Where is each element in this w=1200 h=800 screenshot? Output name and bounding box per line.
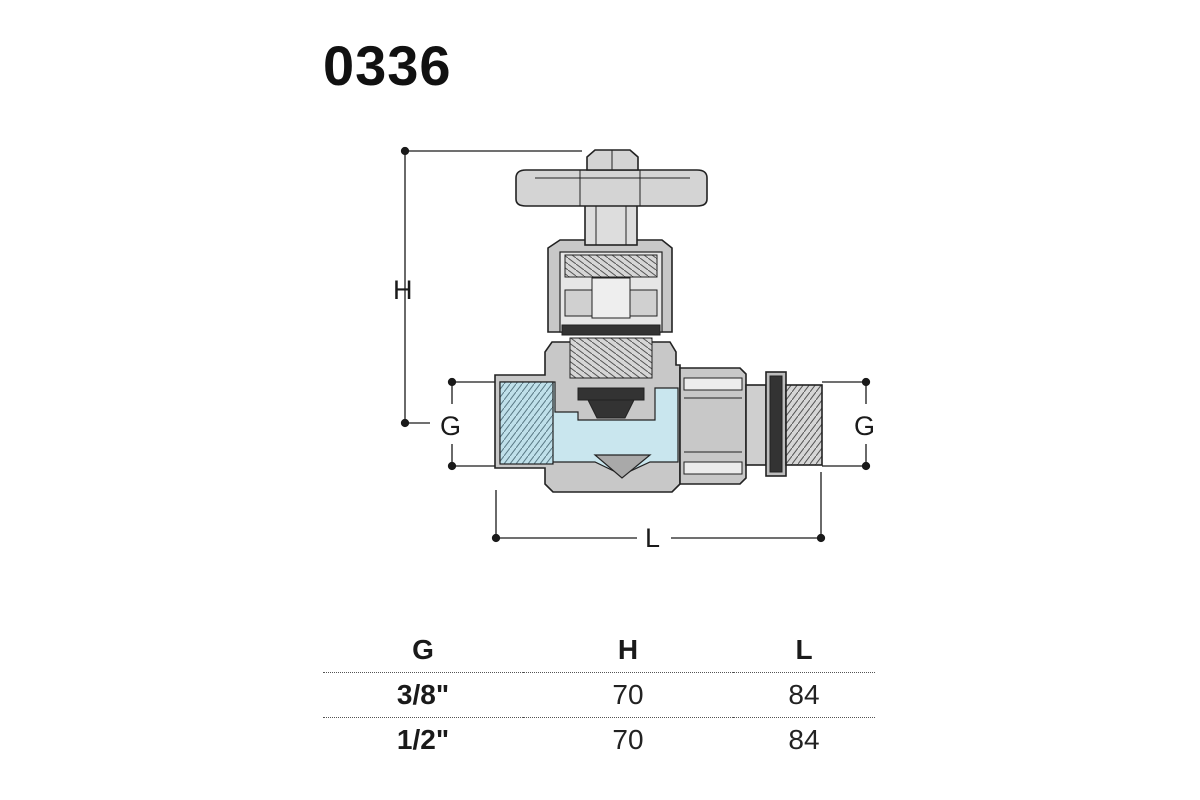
spec-table-header-row: G H L bbox=[323, 628, 875, 673]
valve-stem bbox=[584, 202, 638, 246]
valve-body bbox=[494, 341, 681, 493]
valve-bonnet bbox=[547, 239, 673, 419]
dimension-lines bbox=[400, 146, 871, 543]
dimension-g-right-label: G bbox=[854, 411, 875, 441]
spec-header-h: H bbox=[523, 628, 733, 673]
spec-h-cell: 70 bbox=[523, 672, 733, 718]
spec-size-cell: 1/2" bbox=[396, 724, 450, 755]
spec-table-row: 1/2" 70 84 bbox=[323, 718, 875, 763]
tailpiece bbox=[745, 371, 823, 477]
product-code: 0336 bbox=[323, 34, 452, 97]
spec-l-cell: 84 bbox=[788, 724, 820, 755]
dimension-spec-table: G H L 3/8" 70 84 1/2" 70 84 bbox=[323, 628, 875, 762]
spec-h-cell: 70 bbox=[612, 724, 644, 755]
union-nut bbox=[679, 367, 747, 485]
spec-header-g: G bbox=[323, 628, 523, 673]
spec-header-l: L bbox=[733, 628, 875, 673]
spec-table-row: 3/8" 70 84 bbox=[323, 672, 875, 718]
handwheel bbox=[515, 149, 708, 207]
spec-size-cell: 3/8" bbox=[323, 672, 523, 718]
dimension-h-label: H bbox=[393, 275, 413, 305]
dimension-l-label: L bbox=[645, 523, 660, 553]
dimension-g-left-label: G bbox=[440, 411, 461, 441]
spec-l-cell: 84 bbox=[733, 672, 875, 718]
